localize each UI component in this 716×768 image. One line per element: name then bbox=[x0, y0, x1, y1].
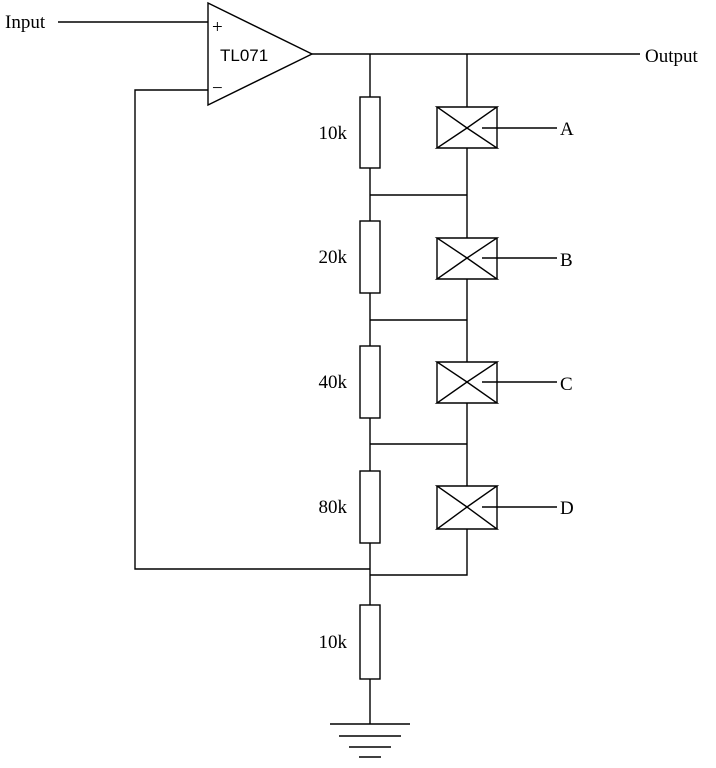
analog-switch-d-icon bbox=[434, 485, 500, 530]
resistor-3 bbox=[359, 345, 381, 419]
resistor-1 bbox=[359, 96, 381, 169]
control-label-b: B bbox=[560, 250, 573, 271]
ground-icon bbox=[330, 723, 410, 758]
control-label-a: A bbox=[560, 119, 574, 140]
resistor-3-label: 40k bbox=[319, 372, 348, 393]
resistor-2 bbox=[359, 220, 381, 294]
op-amp-triangle bbox=[207, 1, 314, 107]
resistor-4-label: 80k bbox=[319, 497, 348, 518]
resistor-bottom bbox=[359, 604, 381, 680]
input-label: Input bbox=[5, 12, 46, 33]
resistor-2-label: 20k bbox=[319, 247, 348, 268]
feedback-wire bbox=[134, 89, 370, 570]
resistor-1-label: 10k bbox=[319, 123, 348, 144]
op-amp-part-label: TL071 bbox=[220, 46, 268, 65]
op-amp-plus-sign: + bbox=[212, 17, 223, 38]
tap-wire-bottom bbox=[370, 529, 468, 576]
output-label: Output bbox=[645, 46, 699, 67]
resistor-bottom-label: 10k bbox=[319, 632, 348, 653]
op-amp-minus-sign: − bbox=[212, 78, 223, 99]
resistor-4 bbox=[359, 470, 381, 544]
control-label-d: D bbox=[560, 498, 574, 519]
control-label-c: C bbox=[560, 374, 573, 395]
